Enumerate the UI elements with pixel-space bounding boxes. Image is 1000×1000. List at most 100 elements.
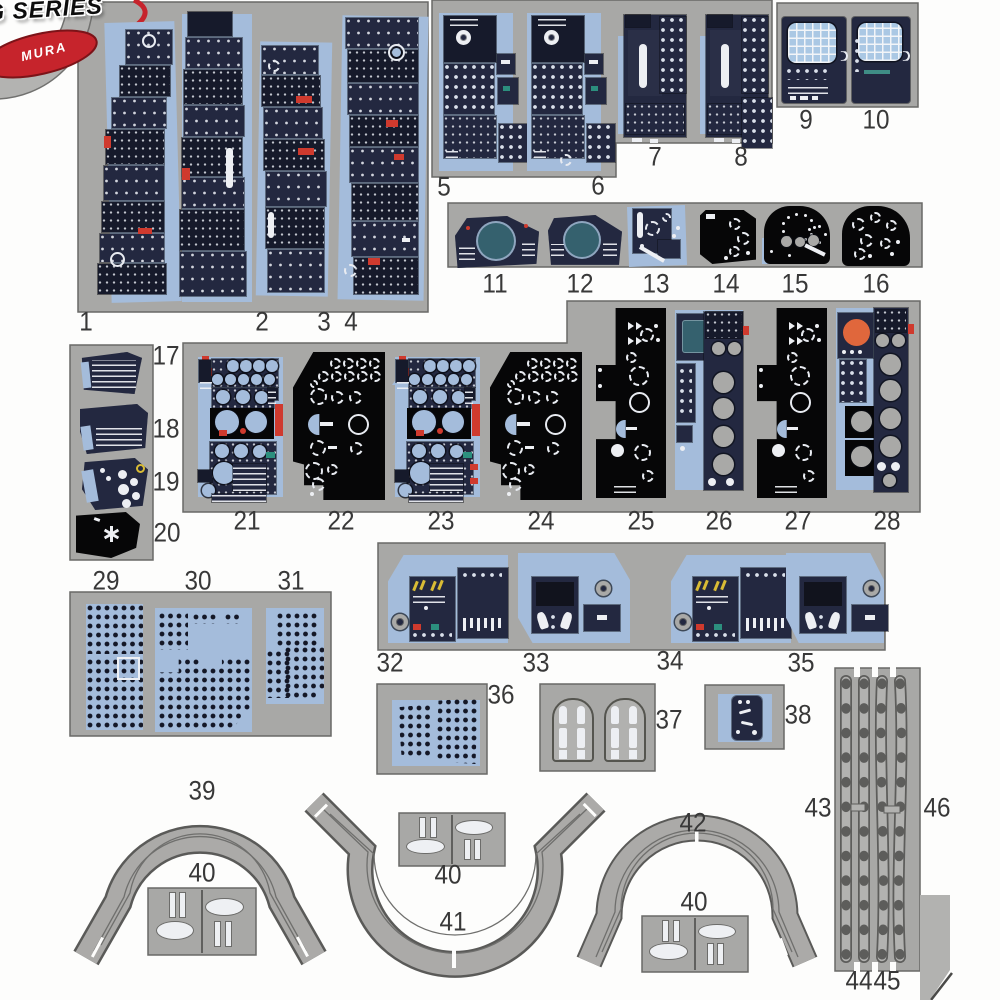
part-40-c xyxy=(673,921,679,942)
part-7 xyxy=(632,138,642,142)
part-9 xyxy=(788,84,828,94)
part-label-31: 31 xyxy=(277,565,305,596)
part-15 xyxy=(795,237,805,247)
part-22 xyxy=(320,422,333,426)
part-27 xyxy=(817,338,821,342)
part-40-a xyxy=(201,890,203,953)
part-23 xyxy=(413,390,427,404)
part-25 xyxy=(629,392,650,413)
part-35 xyxy=(804,582,842,606)
part-14 xyxy=(729,218,741,230)
part-23 xyxy=(433,390,447,404)
part-28 xyxy=(877,462,886,471)
part-28 xyxy=(880,436,901,457)
part-13 xyxy=(662,213,671,222)
part-28 xyxy=(876,334,889,347)
part-32 xyxy=(397,619,403,625)
part-15 xyxy=(810,218,814,222)
part-25 xyxy=(642,470,654,482)
part-label-44: 44 xyxy=(845,965,873,996)
part-13 xyxy=(658,240,680,258)
part-3 xyxy=(268,60,280,72)
part-40-c xyxy=(699,924,736,939)
part-32 xyxy=(477,618,480,631)
part-label-8: 8 xyxy=(734,141,748,172)
part-label-32: 32 xyxy=(376,647,404,678)
part-21 xyxy=(240,360,252,372)
part-24 xyxy=(528,391,541,404)
part-2 xyxy=(182,138,242,176)
part-26 xyxy=(708,478,716,486)
part-15 xyxy=(813,226,816,229)
part-38 xyxy=(738,700,742,704)
part-21 xyxy=(266,452,275,458)
part-label-41: 41 xyxy=(439,906,467,937)
part-24 xyxy=(507,440,523,456)
part-3 xyxy=(266,208,324,248)
part-1 xyxy=(142,34,156,48)
part-27 xyxy=(815,324,819,328)
part-label-27: 27 xyxy=(784,505,812,536)
part-21 xyxy=(240,428,246,434)
part-2 xyxy=(182,178,244,208)
part-9 xyxy=(812,96,818,100)
part-28 xyxy=(851,411,872,432)
part-label-13: 13 xyxy=(642,268,670,299)
part-7 xyxy=(626,104,684,134)
part-16 xyxy=(870,212,881,223)
part-27 xyxy=(797,322,803,330)
part-25 xyxy=(654,324,658,328)
part-24 xyxy=(507,388,524,405)
part-26 xyxy=(713,426,734,447)
part-30 xyxy=(192,613,216,624)
part-label-28: 28 xyxy=(873,505,901,536)
part-24 xyxy=(546,391,559,404)
part-21 xyxy=(236,390,250,404)
part-15 xyxy=(770,250,773,253)
part-label-25: 25 xyxy=(627,505,655,536)
part-25 xyxy=(626,352,637,363)
part-15 xyxy=(781,236,792,247)
part-36 xyxy=(398,704,432,758)
part-37 xyxy=(559,728,567,748)
part-label-42: 42 xyxy=(679,807,707,838)
part-32 xyxy=(470,618,473,628)
part-5 xyxy=(501,60,510,64)
part-22 xyxy=(310,380,318,388)
part-35 xyxy=(865,615,875,620)
part-13 xyxy=(676,226,680,230)
part-10 xyxy=(854,38,861,72)
part-label-17: 17 xyxy=(152,340,180,371)
part-6 xyxy=(534,150,546,158)
part-4 xyxy=(392,48,401,57)
part-25 xyxy=(626,427,637,430)
part-23 xyxy=(431,444,445,458)
part-28 xyxy=(850,350,854,354)
part-label-33: 33 xyxy=(522,647,550,678)
part-28 xyxy=(840,360,866,402)
part-19 xyxy=(130,478,138,486)
part-15 xyxy=(803,237,807,241)
part-23 xyxy=(422,374,433,385)
part-6 xyxy=(591,86,598,91)
part-37 xyxy=(577,750,585,759)
part-24 xyxy=(507,492,511,496)
part-34 xyxy=(760,618,763,631)
part-6 xyxy=(586,78,606,104)
part-25 xyxy=(616,420,626,438)
part-label-2: 2 xyxy=(255,306,269,337)
part-21 xyxy=(215,444,229,458)
part-25 xyxy=(640,328,654,342)
part-2 xyxy=(226,148,233,188)
part-37 xyxy=(611,750,619,759)
part-22 xyxy=(312,478,325,491)
part-25 xyxy=(636,322,642,330)
part-37 xyxy=(559,706,567,724)
part-28 xyxy=(892,334,905,347)
part-21 xyxy=(245,411,267,433)
part-41-curve xyxy=(304,792,606,978)
part-15 xyxy=(803,214,807,218)
part-5 xyxy=(450,18,478,26)
part-3 xyxy=(264,108,322,138)
part-23 xyxy=(396,360,408,382)
